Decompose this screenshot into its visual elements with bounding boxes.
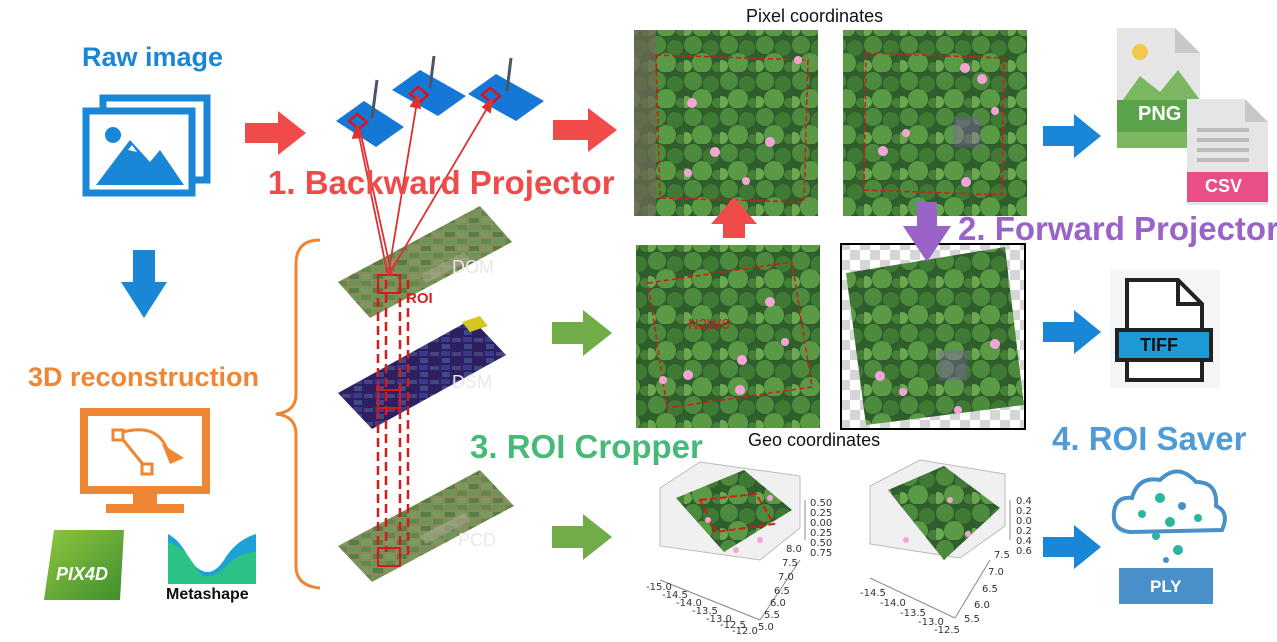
plot2-z-tick: 0.6 (1016, 546, 1032, 557)
plot2-x-tick: -14.0 (880, 598, 906, 609)
plot1-x-tick: -14.5 (662, 590, 688, 601)
pix4d-text: PIX4D (56, 564, 109, 584)
csv-label: CSV (1205, 176, 1243, 196)
plot1-y-tick: 5.5 (764, 610, 780, 621)
plot1-y-tick: 7.5 (782, 558, 798, 569)
csv-file-icon (1187, 99, 1268, 205)
plot1-y-tick: 8.0 (786, 544, 802, 555)
plot2-x-tick: -13.5 (900, 608, 926, 619)
plot2-y-tick: 5.5 (964, 614, 980, 625)
backward-projector-label: 1. Backward Projector (268, 164, 615, 201)
dom-to-geo-arrow (552, 310, 612, 356)
plot1-x-tick: -12.5 (720, 620, 746, 631)
plot2-y-tick: 7.5 (994, 550, 1010, 561)
raw-image-title: Raw image (82, 42, 224, 72)
tiff-file-icon (1110, 270, 1220, 388)
to-tiff-arrow (1043, 310, 1101, 354)
raw-image-icon (82, 94, 211, 197)
plot1-z-tick: 0.25 (810, 508, 833, 519)
png-label: PNG (1138, 103, 1182, 125)
geo-to-pixel-arrow (711, 197, 757, 238)
plot1-x-tick: -12.0 (732, 626, 758, 637)
roi-cropper-label: 3. ROI Cropper (470, 428, 703, 465)
drone-image-1 (336, 79, 404, 147)
pixel-image-left (634, 30, 818, 216)
plot2-z-tick: 0.2 (1016, 526, 1032, 537)
plot2-x-tick: -14.5 (860, 588, 886, 599)
reconstruction-title: 3D reconstruction (28, 362, 260, 392)
plot1-z-tick: 0.75 (810, 548, 833, 559)
plot1-z-tick: 0.50 (810, 538, 833, 549)
reconstruction-monitor-icon (80, 408, 210, 513)
plot-id-label: N2W6 (688, 316, 730, 333)
tiff-label: TIFF (1140, 335, 1178, 355)
ply-cloud-icon (1111, 469, 1227, 604)
metashape-logo (168, 534, 256, 584)
png-file-icon (1117, 28, 1200, 148)
plot2-x-tick: -12.5 (934, 625, 960, 636)
roi-prism (376, 274, 410, 567)
to-ply-arrow (1043, 525, 1101, 569)
geo-image-left (636, 245, 820, 428)
plot1-z-tick: 0.00 (810, 518, 833, 529)
to-png-csv-arrow (1043, 114, 1101, 158)
dsm-layer (338, 316, 506, 429)
pcd-to-plot-arrow (552, 514, 612, 560)
dom-label: DOM (452, 257, 494, 277)
forward-projector-label: 2. Forward Projector (958, 210, 1277, 247)
plot2-z-tick: 0.2 (1016, 506, 1032, 517)
raw-to-backward-arrow (245, 111, 306, 155)
plot2-x-tick: -13.0 (918, 617, 944, 628)
roi-label: ROI (406, 290, 433, 307)
pixel-coordinates-label: Pixel coordinates (746, 6, 884, 26)
pointcloud-plot-left (659, 461, 806, 621)
plot1-x-tick: -15.0 (646, 582, 672, 593)
dsm-label: DSM (452, 372, 492, 392)
geo-image-right (840, 243, 1026, 430)
plot1-x-tick: -13.0 (706, 614, 732, 625)
plot2-y-tick: 6.5 (982, 584, 998, 595)
layers-brace (275, 238, 321, 590)
pixel-image-right (843, 30, 1027, 216)
plot2-z-tick: 0.4 (1016, 536, 1032, 547)
plot2-z-tick: 0.4 (1016, 496, 1032, 507)
plot1-x-tick: -14.0 (676, 598, 702, 609)
dom-layer (338, 206, 512, 318)
plot1-z-tick: 0.50 (810, 498, 833, 509)
plot1-x-tick: -13.5 (692, 606, 718, 617)
plot2-y-tick: 6.0 (974, 600, 990, 611)
pixel-to-geo-arrow (903, 202, 951, 262)
plot1-z-tick: 0.25 (810, 528, 833, 539)
plot1-y-tick: 6.5 (774, 586, 790, 597)
backward-to-pixel-arrow (553, 108, 617, 152)
pix4d-logo (44, 530, 124, 600)
metashape-text: Metashape (166, 586, 249, 603)
plot2-z-tick: 0.0 (1016, 516, 1032, 527)
pcd-layer (338, 470, 514, 582)
plot1-y-tick: 6.0 (770, 598, 786, 609)
ply-label: PLY (1150, 577, 1182, 596)
geo-coordinates-label: Geo coordinates (748, 430, 881, 450)
drone-image-3 (468, 57, 544, 121)
pointcloud-plot-right (869, 459, 1011, 619)
roi-saver-label: 4. ROI Saver (1052, 420, 1247, 457)
plot1-y-tick: 5.0 (758, 622, 774, 633)
pcd-label: PCD (458, 530, 497, 550)
plot1-y-tick: 7.0 (778, 572, 794, 583)
raw-to-recon-arrow (121, 250, 167, 318)
drone-image-2 (392, 55, 466, 116)
plot2-y-tick: 7.0 (988, 567, 1004, 578)
projection-rays (351, 93, 494, 277)
